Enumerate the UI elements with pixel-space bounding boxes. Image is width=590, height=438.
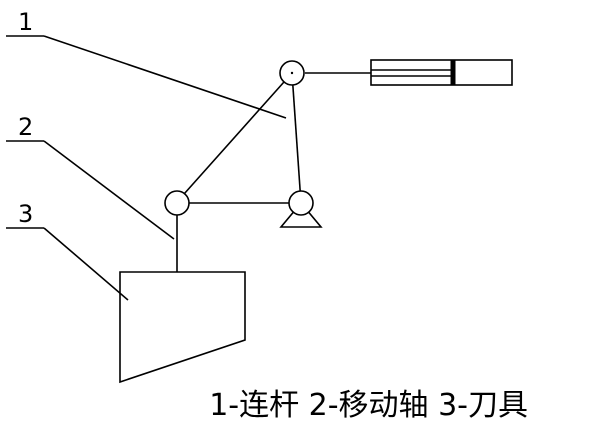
leader-line-3 — [6, 227, 129, 301]
legend-caption: 1-连杆 2-移动轴 3-刀具 — [209, 388, 528, 423]
leader-line-1 — [6, 35, 287, 119]
hydraulic-cylinder — [305, 59, 513, 86]
link-upper-right — [291, 72, 302, 204]
piston — [450, 59, 456, 86]
cylinder-body — [370, 59, 513, 86]
link-upper-left — [175, 72, 293, 204]
label-1: 1 — [18, 8, 33, 36]
cutting-tool — [119, 271, 246, 384]
linkage — [175, 72, 302, 272]
joint-left — [164, 190, 190, 216]
label-2: 2 — [18, 113, 33, 141]
joint-top-dot — [290, 71, 294, 75]
label-3: 3 — [18, 200, 33, 228]
leader-line-2 — [6, 140, 175, 240]
joint-pivot — [288, 190, 314, 216]
tool-body — [119, 271, 246, 384]
joints — [164, 60, 314, 216]
